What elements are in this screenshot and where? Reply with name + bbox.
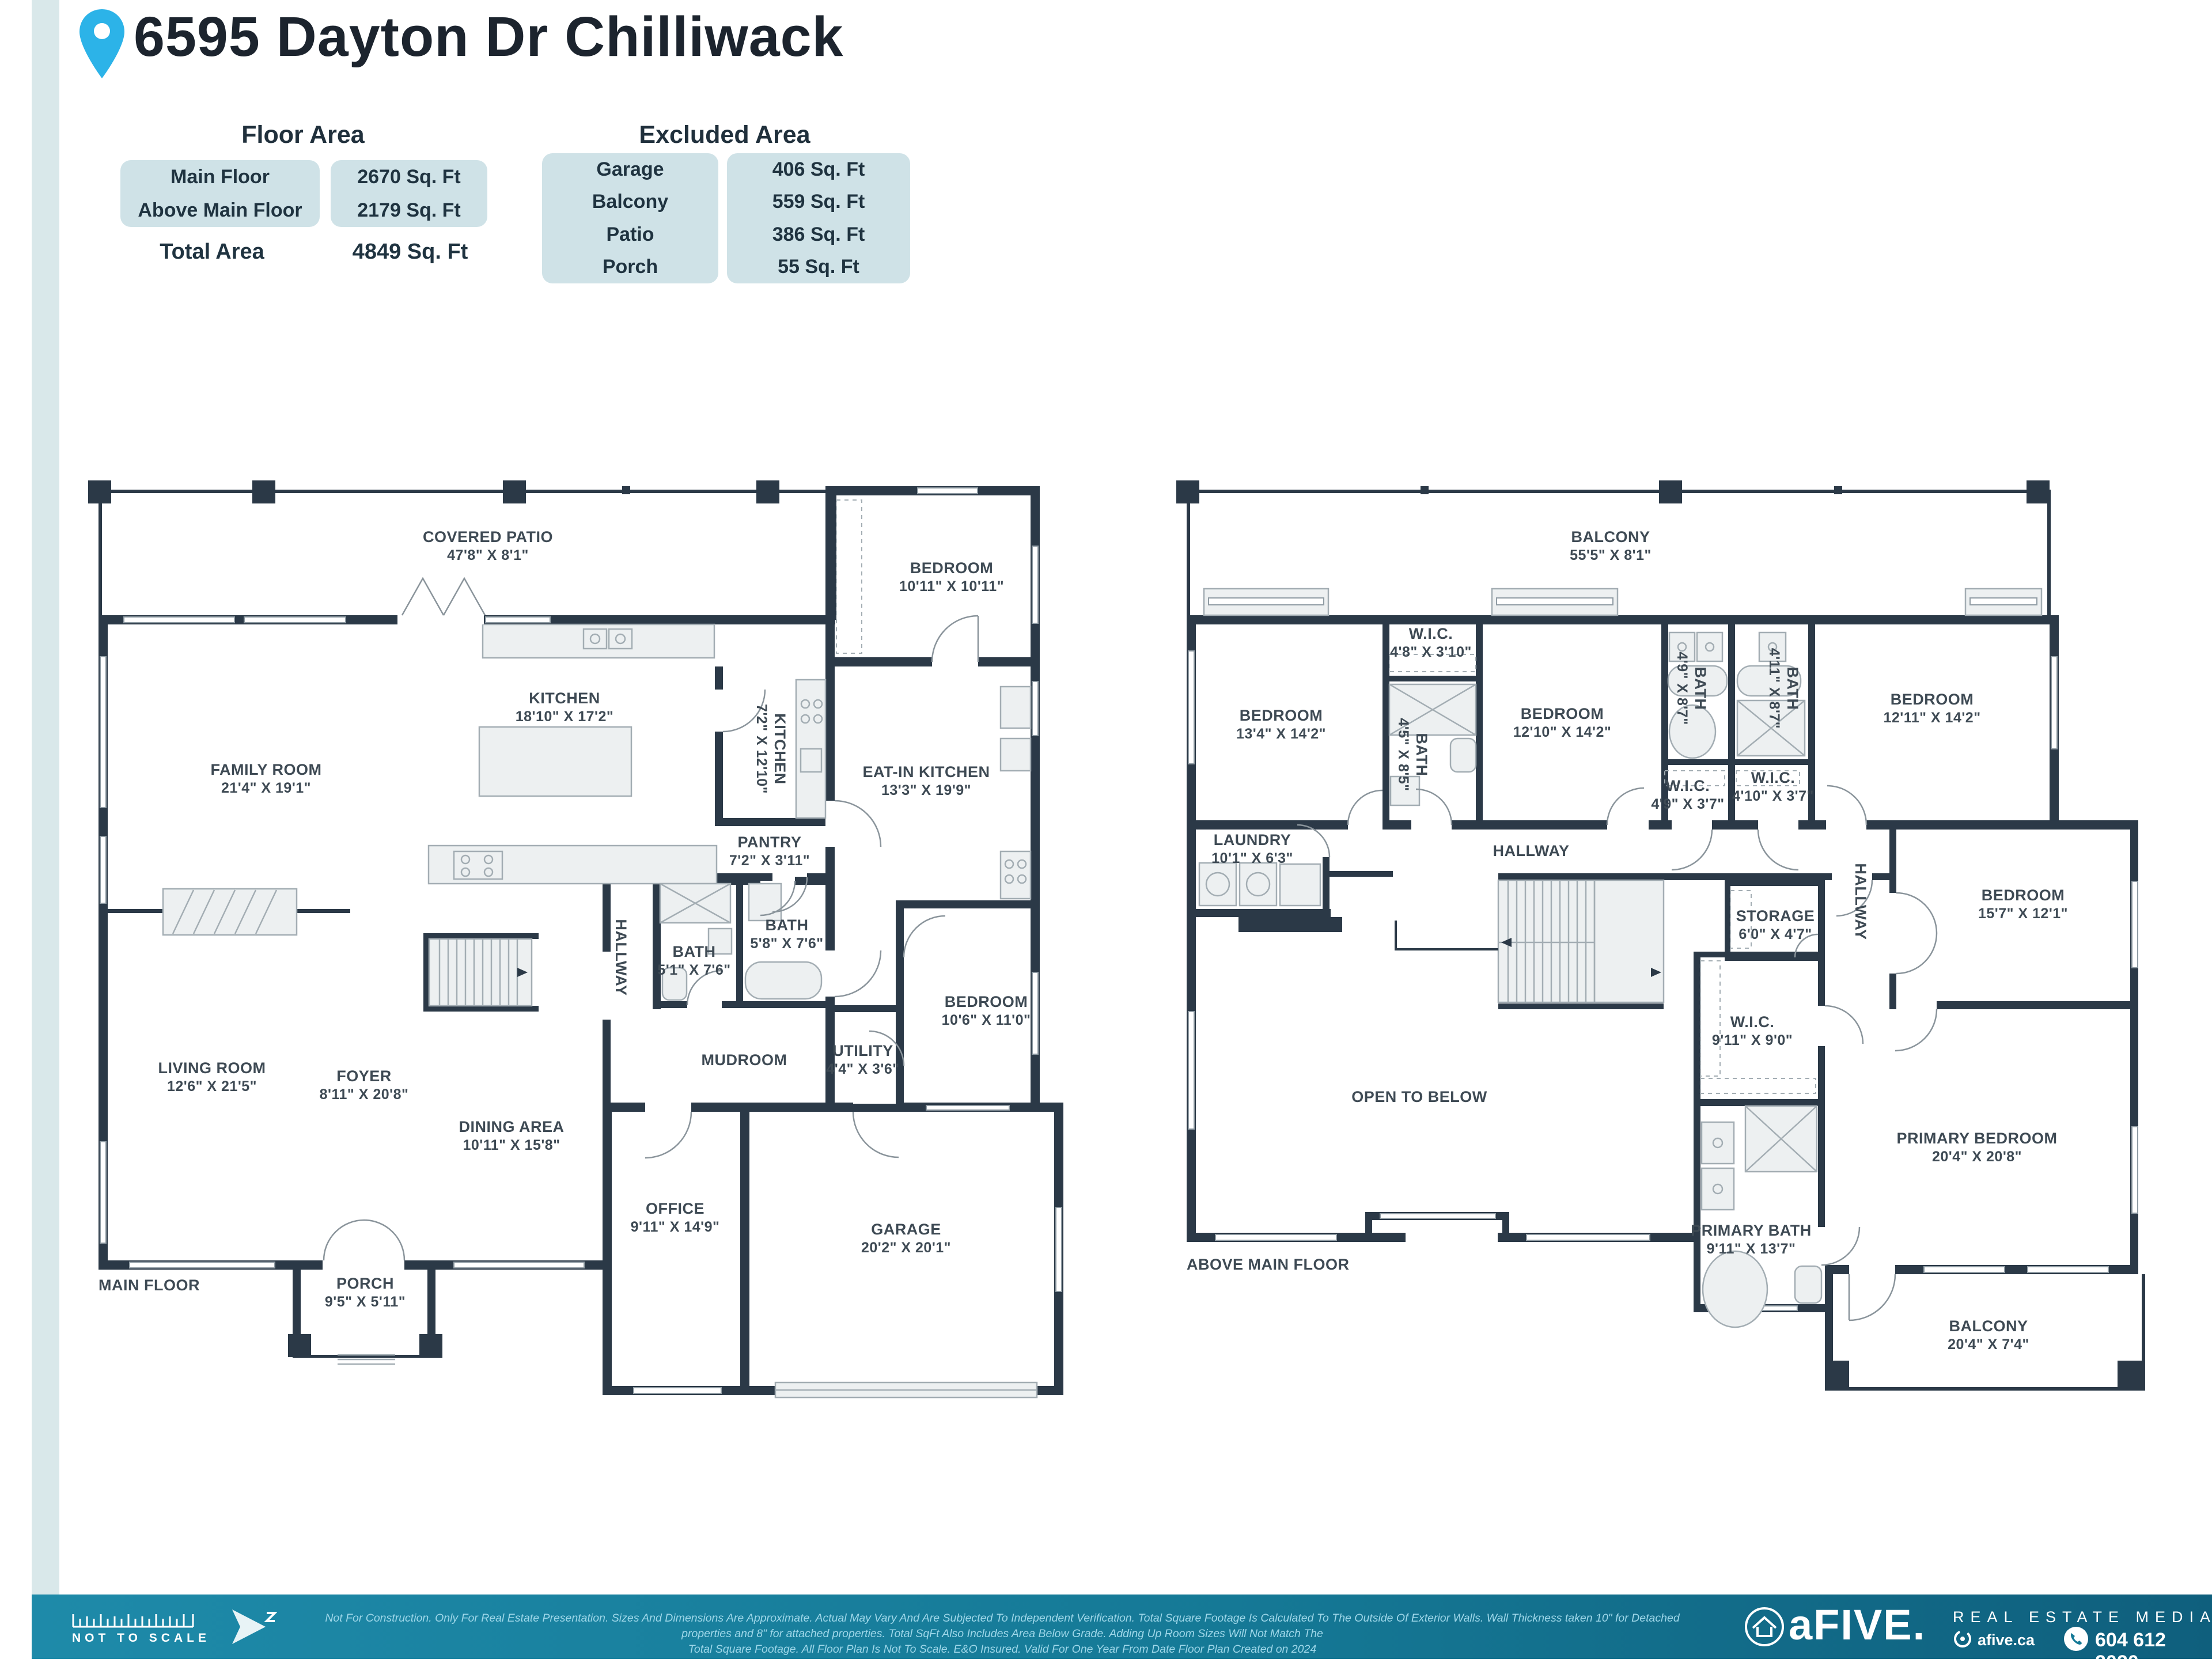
stairs — [1395, 879, 1665, 1003]
area-table-value: 2670 Sq. Ft — [357, 165, 461, 188]
floor-area-values-box: 2670 Sq. Ft 2179 Sq. Ft — [331, 160, 487, 227]
disclaimer-text: Not For Construction. Only For Real Esta… — [302, 1611, 1702, 1657]
area-table-label: Balcony — [592, 191, 669, 213]
house-logo-icon — [1745, 1607, 1784, 1646]
area-table-label: Garage — [596, 158, 664, 180]
area-table-label: Above Main Floor — [138, 199, 302, 221]
walls — [99, 486, 1063, 1395]
walls — [1187, 615, 2145, 1391]
balcony-structure — [1176, 480, 2051, 620]
area-table-label: Main Floor — [171, 165, 270, 188]
fixtures — [1198, 631, 1823, 1328]
left-accent-stripe — [32, 0, 59, 1659]
main-floor-plan — [88, 480, 1063, 1399]
excluded-area-heading: Excluded Area — [639, 121, 810, 149]
main-floor-tag: MAIN FLOOR — [99, 1277, 200, 1294]
stairs — [428, 938, 533, 1007]
area-table-value: 386 Sq. Ft — [772, 223, 865, 245]
fixtures — [162, 499, 1032, 1365]
website-link[interactable]: afive.ca — [1978, 1631, 2035, 1649]
windows — [1188, 588, 2138, 1311]
afive-web-icon — [1954, 1630, 1971, 1648]
location-pin-icon — [79, 9, 124, 78]
floor-area-heading: Floor Area — [241, 121, 365, 149]
upper-floor-tag: ABOVE MAIN FLOOR — [1187, 1256, 1350, 1273]
area-table-value: 55 Sq. Ft — [778, 256, 859, 278]
doors — [323, 577, 979, 1270]
total-area-value: 4849 Sq. Ft — [352, 240, 468, 264]
ruler-icon — [72, 1614, 194, 1628]
phone-icon — [2064, 1627, 2088, 1651]
area-table-value: 406 Sq. Ft — [772, 158, 865, 180]
disclaimer-line-2: Total Square Footage. All Floor Plan Is … — [688, 1643, 1317, 1656]
brand-tagline: REAL ESTATE MEDIA — [1953, 1608, 2212, 1626]
patio-structure — [88, 480, 836, 620]
area-table-value: 2179 Sq. Ft — [357, 199, 461, 221]
not-to-scale-label: NOT TO SCALE — [72, 1631, 210, 1645]
phone-number: 604 612 2020 — [2095, 1629, 2166, 1673]
doors — [1297, 785, 1938, 1321]
disclaimer-line-1: Not For Construction. Only For Real Esta… — [325, 1612, 1680, 1640]
area-table-label: Porch — [602, 256, 658, 278]
excluded-area-values-box: 406 Sq. Ft 559 Sq. Ft 386 Sq. Ft 55 Sq. Ft — [727, 153, 910, 283]
brand-logo-text: aFIVE. — [1789, 1601, 1926, 1649]
upper-floor-plan — [1176, 480, 2145, 1391]
area-table-value: 559 Sq. Ft — [772, 191, 865, 213]
footer-bar: NOT TO SCALE Not For Construction. Only … — [32, 1595, 2212, 1673]
page-title: 6595 Dayton Dr Chilliwack — [134, 5, 844, 68]
total-area-label: Total Area — [160, 240, 264, 264]
area-table-label: Patio — [606, 223, 654, 245]
north-arrow-icon — [232, 1609, 277, 1644]
